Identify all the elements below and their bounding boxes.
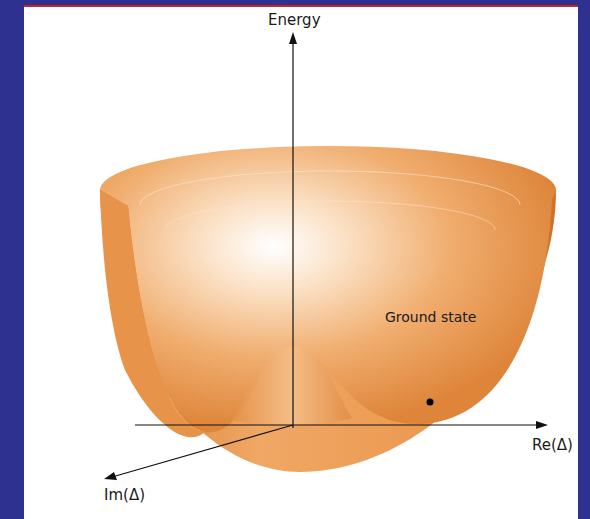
frame-left	[0, 0, 24, 519]
central-hump	[232, 346, 352, 425]
point-label: Ground state	[385, 309, 476, 326]
cut-wall	[100, 190, 205, 437]
axis-label: Energy	[268, 11, 321, 29]
frame-top	[0, 0, 590, 5]
frame-right	[578, 0, 590, 519]
frame-top-line	[24, 5, 590, 7]
axes	[104, 32, 548, 480]
ground-state-dot	[427, 399, 434, 406]
bowl-inner	[100, 146, 556, 432]
axis-label: Im(Δ)	[104, 486, 145, 504]
axis-label: Re(Δ)	[532, 436, 573, 454]
